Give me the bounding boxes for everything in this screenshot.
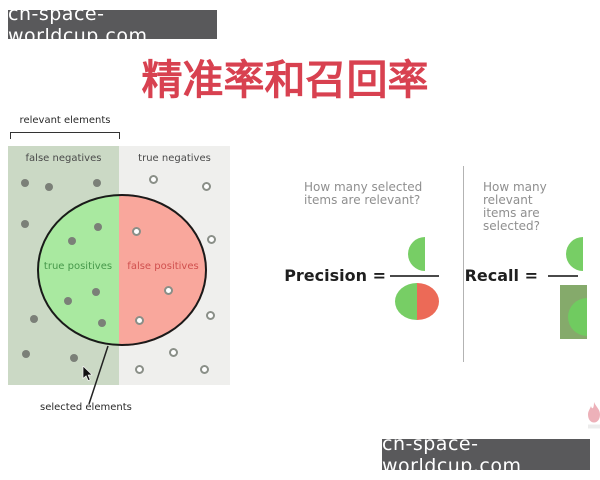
false-positives-half-icon [417, 283, 439, 320]
false-positive-ring [134, 315, 144, 325]
false-negatives-label: false negatives [25, 153, 102, 164]
true-negative-ring [206, 234, 216, 244]
watermark-text: cn-space-worldcup.com [8, 2, 148, 47]
selected-elements-circle-outline [37, 194, 207, 346]
false-negative-dot [70, 354, 78, 362]
true-positives-label: true positives [43, 261, 113, 272]
selected-elements-pointer-line [88, 345, 109, 405]
precision-denominator-selected-icon [395, 283, 439, 320]
true-negative-ring [205, 310, 215, 320]
recall-numerator-true-positives-icon [566, 237, 583, 271]
precision-numerator-true-positives-icon [408, 237, 425, 271]
section-divider [463, 166, 464, 362]
true-positive-dot [68, 237, 76, 245]
watermark-badge-bottom: cn-space-worldcup.com [382, 433, 590, 477]
false-negative-dot [21, 179, 29, 187]
page-title: 精准率和召回率 [141, 56, 429, 104]
watermark-badge-top: cn-space-worldcup.com [8, 3, 217, 47]
recall-question: How many relevant items are selected? [483, 180, 547, 233]
true-positives-half-icon [395, 283, 417, 320]
false-positive-ring [131, 226, 141, 236]
true-negative-ring [134, 364, 144, 374]
selected-elements-label: selected elements [40, 402, 132, 413]
true-negatives-label: true negatives [138, 153, 211, 164]
mouse-cursor-icon [82, 366, 93, 382]
false-positives-label: false positives [127, 261, 199, 272]
true-negative-ring [199, 364, 209, 374]
true-positive-dot [94, 223, 102, 231]
relevant-elements-label: relevant elements [19, 115, 111, 126]
false-positive-ring [163, 285, 173, 295]
false-negative-dot [93, 179, 101, 187]
false-negative-dot [22, 350, 30, 358]
true-positive-dot [64, 297, 72, 305]
flame-logo-icon [588, 402, 600, 429]
false-negative-dot [45, 183, 53, 191]
true-positive-dot [98, 319, 106, 327]
true-positives-half-icon [568, 298, 587, 336]
precision-question: How many selected items are relevant? [304, 180, 423, 207]
watermark-text: cn-space-worldcup.com [382, 432, 522, 477]
true-positive-dot [92, 288, 100, 296]
precision-label: Precision = [284, 266, 386, 285]
false-negative-dot [21, 220, 29, 228]
true-negative-ring [168, 347, 178, 357]
recall-denominator-relevant-icon [560, 285, 587, 339]
true-negative-ring [201, 181, 211, 191]
recall-label: Recall = [464, 266, 538, 285]
relevant-elements-bracket [10, 132, 120, 139]
recall-fraction-bar [548, 275, 578, 277]
precision-fraction-bar [390, 275, 439, 277]
false-negative-dot [30, 315, 38, 323]
true-negative-ring [148, 174, 158, 184]
